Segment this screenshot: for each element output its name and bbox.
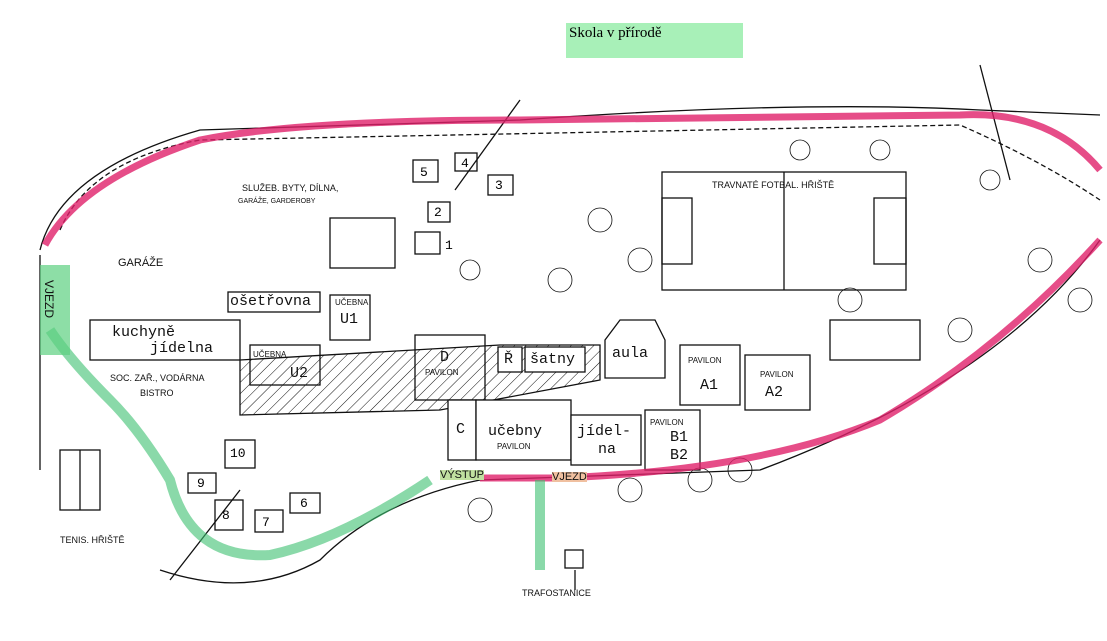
label-jidelna: jídelna bbox=[150, 340, 214, 357]
label-c: C bbox=[456, 421, 466, 438]
label-kuchyne: kuchyně bbox=[112, 324, 176, 341]
label-osetrovna: ošetřovna bbox=[230, 293, 312, 310]
label-b1: B1 bbox=[670, 429, 689, 446]
map-title: Skola v přírodě bbox=[566, 23, 743, 58]
building-4: 4 bbox=[461, 156, 469, 171]
label-ucebny: učebny bbox=[488, 423, 543, 440]
label-ucebny-pavilon: PAVILON bbox=[497, 442, 531, 451]
label-fotbal: TRAVNATÉ FOTBAL. HŘIŠTĚ bbox=[712, 180, 835, 190]
label-tenis: TENIS. HŘIŠTĚ bbox=[60, 535, 125, 545]
label-u1: U1 bbox=[340, 311, 359, 328]
building-7: 7 bbox=[262, 515, 270, 530]
label-vjezd-bottom: VJEZD bbox=[552, 471, 587, 483]
entry-route-green bbox=[45, 327, 545, 570]
label-a2-pavilon: PAVILON bbox=[760, 370, 794, 379]
label-ucebna-u1: UČEBNA bbox=[335, 298, 369, 307]
label-na: na bbox=[598, 441, 617, 458]
label-a1-pavilon: PAVILON bbox=[688, 356, 722, 365]
label-ucebna-u2: UČEBNA bbox=[253, 350, 287, 359]
label-aula: aula bbox=[612, 345, 649, 362]
label-b-pavilon: PAVILON bbox=[650, 418, 684, 427]
label-jidel: jídel- bbox=[577, 423, 632, 440]
label-d-pavilon: PAVILON bbox=[425, 368, 459, 377]
label-b2: B2 bbox=[670, 447, 689, 464]
label-vystup: VÝSTUP bbox=[440, 469, 485, 481]
label-vjezd-left: VJEZD bbox=[42, 280, 56, 319]
label-sluzeb: SLUŽEB. BYTY, DÍLNA, bbox=[242, 183, 339, 193]
building-1: 1 bbox=[445, 238, 453, 253]
label-garaze: GARÁŽE bbox=[118, 257, 164, 269]
building-5: 5 bbox=[420, 165, 428, 180]
label-trafo: TRAFOSTANICE bbox=[522, 588, 591, 598]
label-bistro: BISTRO bbox=[140, 388, 174, 398]
label-a1: A1 bbox=[700, 377, 719, 394]
building-8: 8 bbox=[222, 508, 230, 523]
label-d: D bbox=[440, 349, 450, 366]
building-6: 6 bbox=[300, 496, 308, 511]
label-u2: U2 bbox=[290, 365, 309, 382]
building-10: 10 bbox=[230, 446, 246, 461]
label-a2: A2 bbox=[765, 384, 784, 401]
building-9: 9 bbox=[197, 476, 205, 491]
exit-route-red bbox=[41, 111, 1103, 482]
label-satny: šatny bbox=[530, 351, 576, 368]
building-3: 3 bbox=[495, 178, 503, 193]
label-garaze2: GARÁŽE, GARDEROBY bbox=[238, 198, 316, 205]
building-2: 2 bbox=[434, 205, 442, 220]
label-r: Ř bbox=[504, 351, 514, 368]
label-soc: SOC. ZAŘ., VODÁRNA bbox=[110, 373, 205, 383]
